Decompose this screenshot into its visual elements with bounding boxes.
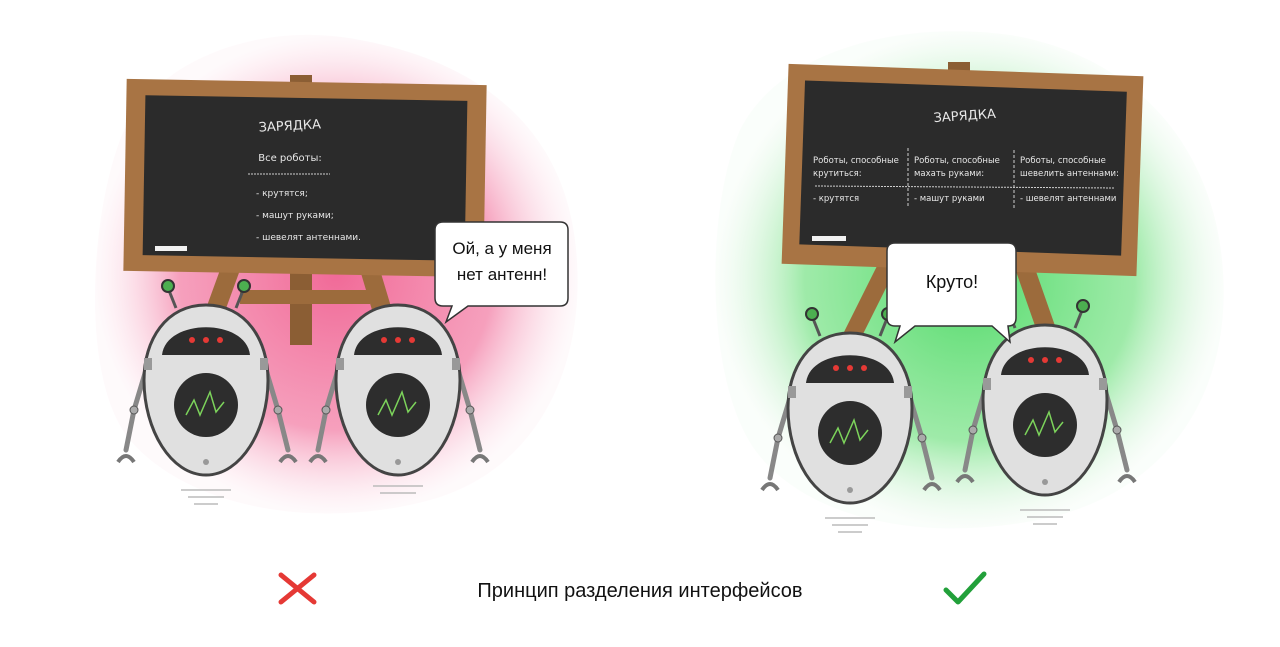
- left-speech-line: нет антенн!: [456, 265, 548, 284]
- right-board-column-header: Роботы, способные: [914, 156, 1000, 166]
- left-board-item: - шевелят антеннами.: [256, 233, 361, 243]
- left-robot-2: [308, 303, 490, 494]
- right-board-column-header: Роботы, способные: [1020, 156, 1106, 166]
- left-speech-text: Ой, а у меня нет антенн!: [438, 236, 566, 288]
- left-board-text: ЗАРЯДКА Все роботы: - крутятся; - машут …: [248, 117, 361, 243]
- right-board-column-header: Роботы, способные: [813, 156, 899, 166]
- cross-icon: [278, 572, 317, 605]
- right-panel: ЗАРЯДКА Роботы, способные крутиться: Роб…: [715, 31, 1224, 532]
- check-icon: [943, 571, 987, 605]
- right-board-column-header: крутиться:: [813, 169, 862, 179]
- right-board-column-item: - шевелят антеннами: [1020, 194, 1116, 204]
- left-speech-line: Ой, а у меня: [452, 239, 552, 258]
- right-speech-text: Круто!: [925, 272, 979, 292]
- left-panel: ЗАРЯДКА Все роботы: - крутятся; - машут …: [95, 34, 578, 514]
- right-board-column-header: шевелить антеннами:: [1020, 169, 1119, 179]
- right-board-column-item: - крутятся: [813, 194, 859, 204]
- right-easel: [781, 62, 1144, 350]
- caption: Принцип разделения интерфейсов: [477, 580, 803, 602]
- left-speech-bubble: [434, 221, 569, 325]
- left-board-item: - машут руками;: [256, 211, 334, 221]
- right-board-title: ЗАРЯДКА: [933, 107, 996, 126]
- left-board-subtitle: Все роботы:: [258, 153, 322, 164]
- right-board-column-header: махать руками:: [914, 169, 984, 179]
- left-board-title: ЗАРЯДКА: [258, 117, 321, 135]
- right-board-text: ЗАРЯДКА Роботы, способные крутиться: Роб…: [813, 107, 1119, 210]
- left-board-item: - крутятся;: [256, 189, 308, 199]
- right-speech-bubble: [886, 242, 1017, 345]
- right-board-column-item: - машут руками: [914, 194, 985, 204]
